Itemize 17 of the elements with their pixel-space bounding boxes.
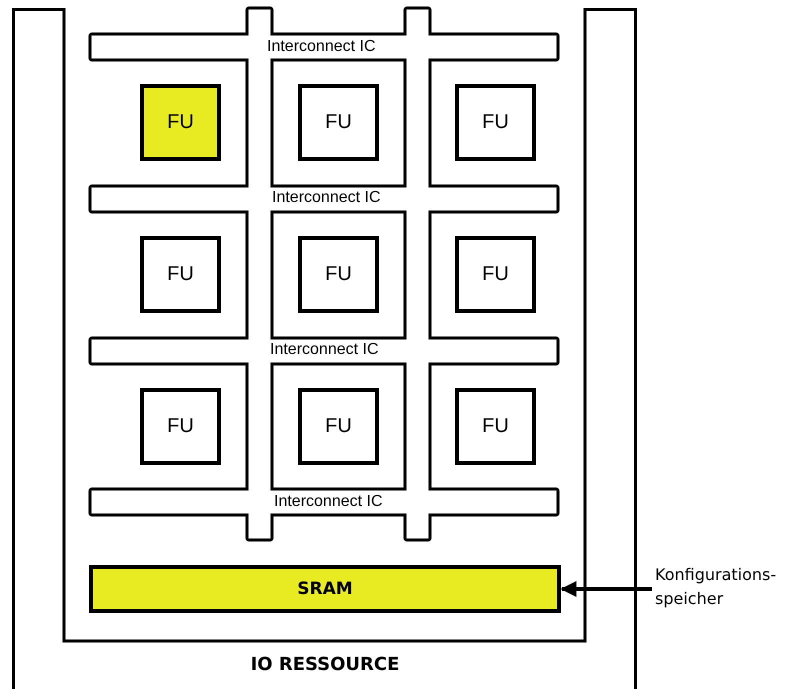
ring-label: IO RESSOURCE [250,654,400,675]
function-unit-box: FU [140,236,221,313]
function-unit-box: FU [298,236,379,313]
function-unit-box: FU [298,388,379,465]
bus-label: Interconnect IC [274,492,382,512]
arrow [560,581,652,597]
function-unit-box: FU [298,84,379,161]
memory-bar: SRAM [89,565,561,613]
function-unit-box: FU [140,84,221,161]
function-unit-box: FU [455,388,536,465]
bus-label: Interconnect IC [267,37,376,57]
bus-label: Interconnect IC [270,340,378,360]
function-unit-box: FU [455,84,536,161]
annotation-text: Konfigurations- speicher [655,564,775,610]
function-unit-box: FU [140,388,221,465]
bus-label: Interconnect IC [272,188,380,208]
function-unit-box: FU [455,236,536,313]
